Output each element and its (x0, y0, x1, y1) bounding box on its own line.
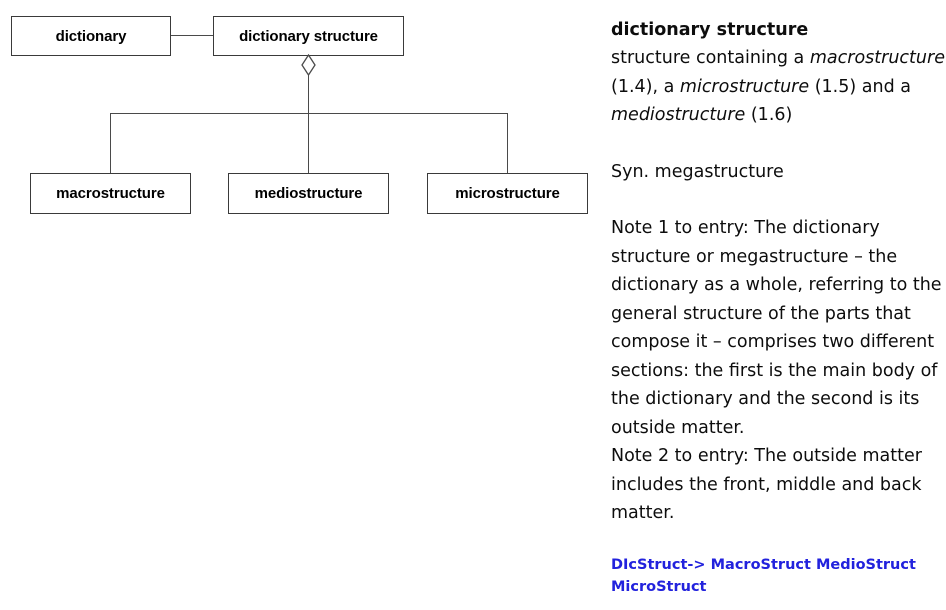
entry-synonym: Syn. megastructure (611, 161, 784, 182)
node-macrostructure[interactable]: macrostructure (30, 173, 191, 214)
entry-code-reference: DIcStruct-> MacroStruct MedioStruct Micr… (611, 556, 916, 595)
definition-term-microstructure: microstructure (679, 76, 810, 97)
spacer-after-definition (611, 130, 946, 158)
connector-drop-mediostructure (308, 113, 310, 173)
node-mediostructure[interactable]: mediostructure (228, 173, 389, 214)
definition-term-macrostructure: macrostructure (809, 48, 945, 68)
connector-dictionary-to-structure (171, 35, 214, 37)
entry-text-panel: dictionary structure structure containin… (611, 16, 946, 598)
entry-note-1: Note 1 to entry: The dictionary structur… (611, 218, 942, 438)
definition-ref-1: (1.4), a (611, 76, 680, 97)
connector-drop-macrostructure (110, 113, 112, 173)
entry-definition: structure containing a macrostructure (1… (611, 44, 946, 130)
uml-diagram: dictionary dictionary structure macrostr… (11, 16, 588, 214)
definition-ref-2: (1.5) and a (809, 76, 911, 97)
entry-note-2: Note 2 to entry: The outside matter incl… (611, 446, 922, 523)
aggregation-diamond-icon (301, 54, 316, 76)
definition-ref-3: (1.6) (745, 105, 793, 125)
connector-drop-microstructure (507, 113, 509, 173)
node-microstructure[interactable]: microstructure (427, 173, 588, 214)
node-dictionary[interactable]: dictionary (11, 16, 171, 56)
entry-term: dictionary structure (611, 20, 809, 40)
spacer-after-synonym (611, 186, 946, 214)
definition-term-mediostructure: mediostructure (611, 105, 746, 125)
connector-structure-stem (308, 66, 310, 114)
definition-lead: structure containing a (611, 48, 810, 68)
node-dictionary-structure[interactable]: dictionary structure (213, 16, 404, 56)
